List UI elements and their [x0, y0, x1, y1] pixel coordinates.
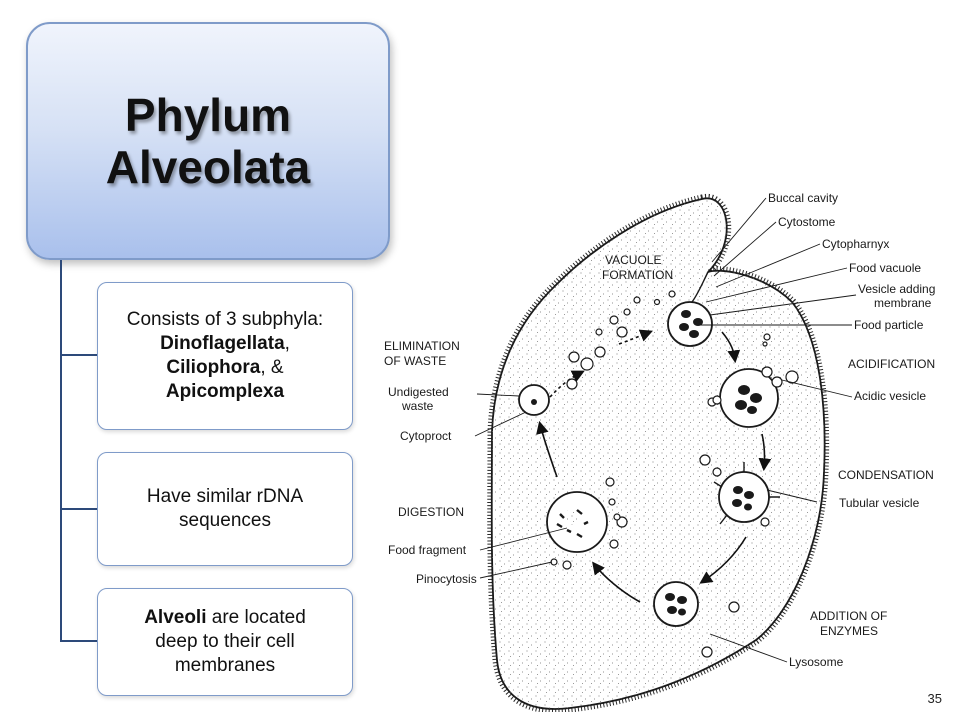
label-buccal-cavity: Buccal cavity — [768, 191, 838, 205]
label-vesicle-adding-2: membrane — [874, 296, 932, 310]
enzymes-vacuole — [653, 581, 699, 627]
vacuole-formation — [667, 301, 713, 347]
subphyla-line-2: Dinoflagellata, — [160, 332, 290, 356]
stage-elimination-1: ELIMINATION — [384, 339, 460, 353]
label-food-fragment: Food fragment — [388, 543, 467, 557]
tree-branch-1 — [60, 354, 97, 356]
label-cytostome: Cytostome — [778, 215, 836, 229]
alveoli-text: Alveoli — [144, 607, 207, 628]
label-cytoproct: Cytoproct — [400, 429, 452, 443]
tree-branch-3 — [60, 640, 97, 642]
alveoli-line-3: membranes — [174, 655, 276, 676]
label-undigested-1: Undigested — [388, 385, 449, 399]
tree-branch-2 — [60, 508, 97, 510]
subphyla-line-4: Apicomplexa — [166, 380, 284, 404]
comma-text: , — [284, 333, 290, 354]
stage-addition-2: ENZYMES — [820, 624, 878, 638]
label-cytopharynx: Cytopharnyx — [822, 237, 889, 251]
alveoli-line-2: deep to their cell — [155, 631, 295, 652]
tree-vertical-line — [60, 260, 62, 642]
stage-vacuole-formation-1: VACUOLE — [605, 253, 661, 267]
title-box: Phylum Alveolata — [26, 22, 390, 260]
subphyla-line-1: Consists of 3 subphyla: — [126, 309, 324, 330]
alveoli-box: Alveoli are located deep to their cell m… — [97, 588, 353, 696]
small-vesicles — [550, 290, 799, 658]
apicomplexa-text: Apicomplexa — [165, 381, 285, 402]
label-acidic-vesicle: Acidic vesicle — [854, 389, 926, 403]
stage-acidification: ACIDIFICATION — [848, 357, 935, 371]
subphyla-box: Consists of 3 subphyla: Dinoflagellata , … — [97, 282, 353, 430]
condensation-vacuole — [713, 462, 780, 525]
page-number: 35 — [927, 691, 942, 706]
label-food-particle: Food particle — [854, 318, 924, 332]
alveoli-line-1: Alveoli are located — [144, 606, 306, 630]
stage-vacuole-formation-2: FORMATION — [602, 268, 673, 282]
cell-stipple — [491, 198, 825, 709]
label-undigested-2: waste — [401, 399, 434, 413]
subphyla-line-3: Ciliophora, & — [166, 356, 283, 380]
acidification-vacuole — [712, 366, 783, 428]
label-pinocytosis: Pinocytosis — [416, 572, 477, 586]
label-food-vacuole: Food vacuole — [849, 261, 921, 275]
oral-groove — [691, 271, 709, 303]
label-lysosome: Lysosome — [789, 655, 844, 669]
stage-addition-1: ADDITION OF — [810, 609, 887, 623]
and-text: , & — [260, 357, 284, 378]
rdna-line-1: Have similar rDNA — [146, 486, 304, 507]
located-text: are located — [206, 607, 306, 628]
elimination-vacuole — [518, 384, 550, 416]
digestion-vacuole — [546, 491, 621, 553]
label-tubular-vesicle: Tubular vesicle — [839, 496, 920, 510]
leader-lines — [474, 197, 857, 663]
title-line-2: Alveolata — [105, 141, 311, 193]
title-line-1: Phylum — [124, 89, 292, 141]
label-vesicle-adding-1: Vesicle adding — [858, 282, 935, 296]
dinoflagellata-text: Dinoflagellata — [160, 333, 285, 354]
cycle-arrows — [536, 329, 772, 603]
paramecium-digestion-diagram: VACUOLE FORMATION ELIMINATION OF WASTE A… — [384, 191, 935, 712]
stage-digestion: DIGESTION — [398, 505, 464, 519]
stage-elimination-2: OF WASTE — [384, 354, 446, 368]
ciliophora-text: Ciliophora — [166, 357, 261, 378]
rdna-line-2: sequences — [179, 510, 271, 531]
rdna-box: Have similar rDNA sequences — [97, 452, 353, 566]
stage-condensation: CONDENSATION — [838, 468, 934, 482]
